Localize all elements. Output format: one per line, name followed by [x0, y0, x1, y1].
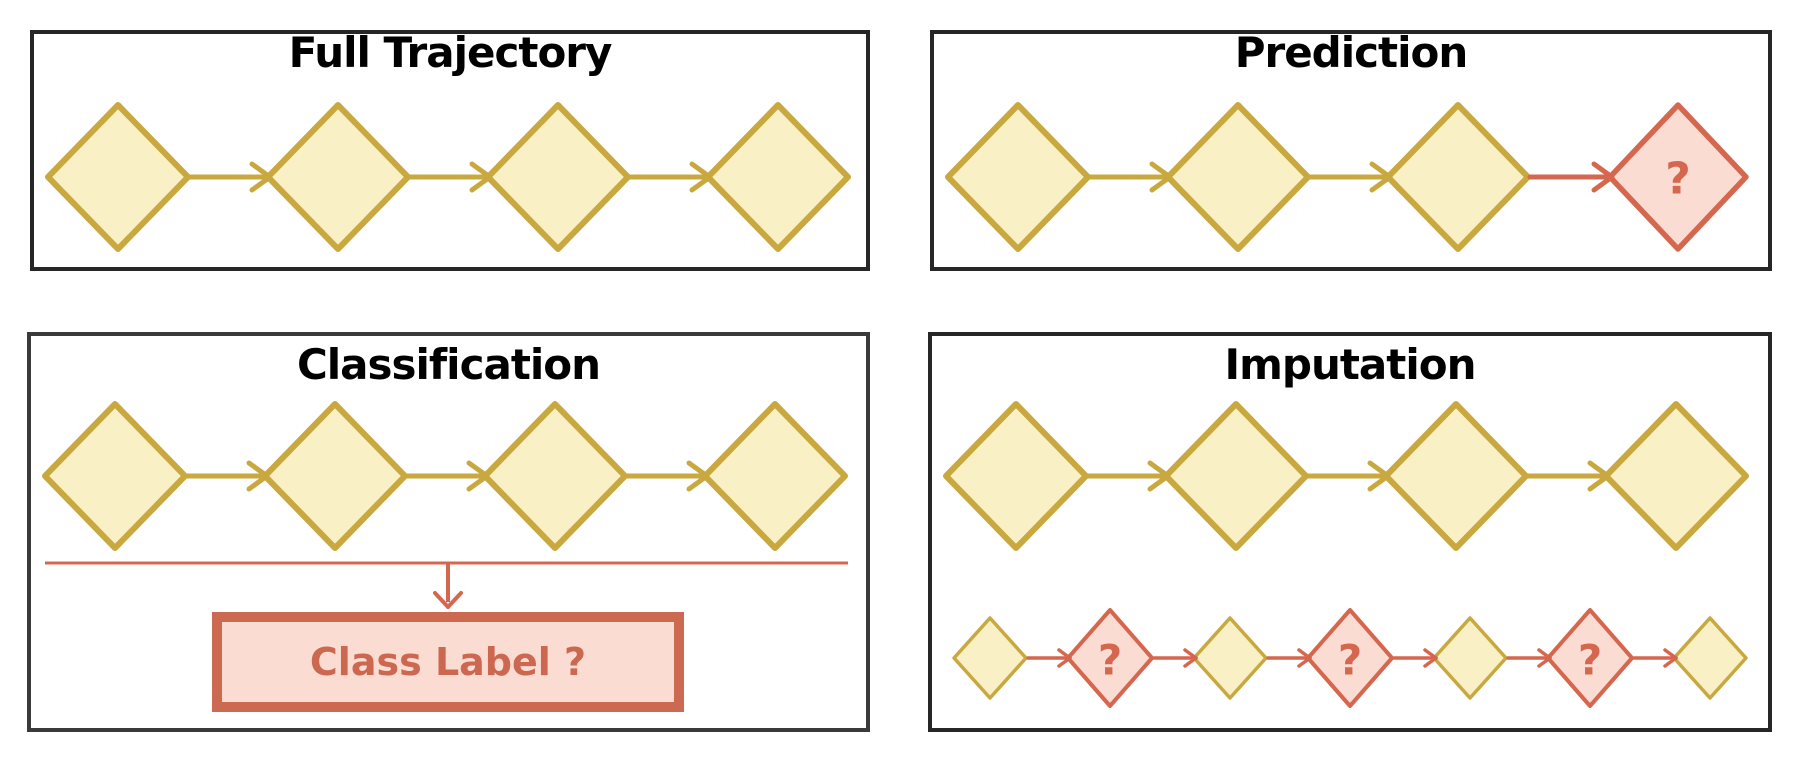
- arrow-head: [249, 161, 273, 193]
- arrow-head: [1297, 648, 1312, 668]
- arrow-head: [686, 460, 710, 492]
- observed-diamond-node: [1163, 401, 1309, 551]
- sequence-diagram: [45, 102, 851, 252]
- observed-diamond-node: [702, 401, 848, 551]
- arrow-head: [466, 460, 490, 492]
- panel-full-trajectory: Full Trajectory: [30, 28, 870, 271]
- observed-diamond-node: [1672, 616, 1748, 700]
- class-label-text: Class Label ?: [310, 640, 586, 684]
- arrow-head: [1423, 648, 1438, 668]
- observed-diamond-node: [485, 102, 631, 252]
- observed-diamond-node: [1165, 102, 1311, 252]
- observed-diamond-node: [42, 401, 188, 551]
- unknown-marker: ?: [1665, 154, 1691, 205]
- unknown-diamond-node: [1546, 608, 1634, 708]
- arrow-head: [1149, 161, 1173, 193]
- panel-title: Prediction: [1234, 28, 1469, 77]
- sequence-diagram: ???: [943, 401, 1749, 708]
- unknown-marker: ?: [1338, 636, 1362, 685]
- unknown-marker: ?: [1578, 636, 1602, 685]
- observed-diamond-node: [262, 401, 408, 551]
- arrow-head: [1183, 648, 1198, 668]
- observed-diamond-node: [1432, 616, 1508, 700]
- panel-imputation: Imputation ???: [928, 332, 1772, 732]
- panel-classification: Classification Class Label ?: [27, 332, 870, 732]
- observed-diamond-node: [45, 102, 191, 252]
- arrow-head: [1369, 161, 1393, 193]
- observed-diamond-node: [705, 102, 851, 252]
- observed-diamond-node: [945, 102, 1091, 252]
- sequence-diagram: ?: [945, 102, 1749, 252]
- observed-diamond-node: [265, 102, 411, 252]
- arrow-head: [1537, 648, 1552, 668]
- arrow-head: [689, 161, 713, 193]
- unknown-diamond-node: [1306, 608, 1394, 708]
- arrow-head: [1147, 460, 1171, 492]
- unknown-diamond-node: [1607, 102, 1749, 252]
- panel-prediction: Prediction ?: [930, 28, 1772, 271]
- arrow-head: [433, 591, 463, 609]
- arrow-head: [1663, 648, 1678, 668]
- unknown-diamond-node: [1066, 608, 1154, 708]
- observed-diamond-node: [482, 401, 628, 551]
- observed-diamond-node: [1603, 401, 1749, 551]
- arrow-head: [1057, 648, 1072, 668]
- observed-diamond-node: [952, 616, 1028, 700]
- observed-diamond-node: [1192, 616, 1268, 700]
- panel-title: Imputation: [1224, 340, 1476, 389]
- diamond-row: [42, 401, 848, 551]
- class-label-box: [212, 612, 684, 712]
- arrow-head: [1591, 161, 1615, 193]
- panel-title: Classification: [296, 340, 601, 389]
- unknown-marker: ?: [1098, 636, 1122, 685]
- arrow-head: [246, 460, 270, 492]
- arrow-head: [1587, 460, 1611, 492]
- arrow-head: [1367, 460, 1391, 492]
- sequence-diagram: Class Label ?: [42, 401, 848, 712]
- diamond-row: [943, 401, 1749, 551]
- panel-title: Full Trajectory: [288, 28, 613, 77]
- arrow-head: [469, 161, 493, 193]
- observed-diamond-node: [1383, 401, 1529, 551]
- diamond-row: ?: [945, 102, 1749, 252]
- diamond-row: ???: [952, 608, 1748, 708]
- observed-diamond-node: [1385, 102, 1531, 252]
- diamond-row: [45, 102, 851, 252]
- observed-diamond-node: [943, 401, 1089, 551]
